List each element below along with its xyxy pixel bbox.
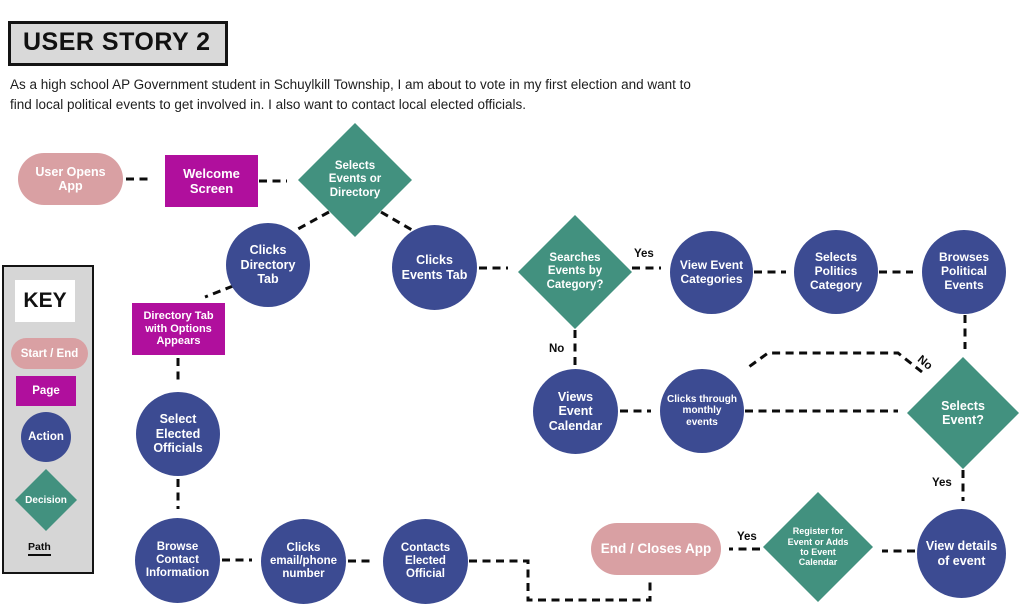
node-label: Browse Contact Information: [145, 540, 210, 580]
arrow-selects-event-no-loop: [745, 351, 923, 374]
node-label: Selects Politics Category: [809, 250, 862, 292]
key-action-sample: Action: [21, 412, 71, 462]
key-decision-sample: Decision: [15, 469, 77, 531]
node-label: Views Event Calendar: [548, 389, 603, 433]
node-label: Clicks through monthly events: [667, 393, 738, 428]
node-label: View details of event: [925, 539, 998, 568]
key-panel: KEY Start / End Page Action Decision Pat…: [2, 265, 94, 574]
edge-label-no-search: No: [549, 343, 565, 355]
node-label: End / Closes App: [600, 541, 712, 557]
node-label: Select Elected Officials: [153, 412, 203, 456]
node-end-closes-app: End / Closes App: [591, 523, 721, 575]
node-label: User Opens App: [35, 164, 106, 194]
node-select-elected-officials: Select Elected Officials: [136, 392, 220, 476]
node-label: Clicks Events Tab: [401, 253, 468, 282]
node-clicks-email-phone-number: Clicks email/phone number: [261, 519, 346, 604]
page-title: USER STORY 2: [23, 28, 211, 56]
node-contacts-elected-official: Contacts Elected Official: [383, 519, 468, 604]
node-label: Selects Events or Directory: [328, 160, 382, 199]
node-label: Contacts Elected Official: [400, 541, 451, 581]
node-directory-tab-with-options: Directory Tab with Options Appears: [132, 303, 225, 355]
node-clicks-through-monthly-events: Clicks through monthly events: [660, 369, 744, 453]
node-label: Directory Tab with Options Appears: [143, 309, 214, 348]
node-view-details-of-event: View details of event: [917, 509, 1006, 598]
node-browses-political-events: Browses Political Events: [922, 230, 1006, 314]
node-browse-contact-information: Browse Contact Information: [135, 518, 220, 603]
user-story-description: As a high school AP Government student i…: [10, 77, 691, 113]
key-start-end-sample: Start / End: [11, 338, 88, 369]
node-label: Searches Events by Category?: [546, 252, 604, 291]
edge-label-yes-select-event: Yes: [932, 477, 952, 489]
node-selects-event: Selects Event?: [907, 357, 1019, 469]
node-label: Browses Political Events: [938, 250, 990, 292]
node-view-event-categories: View Event Categories: [670, 231, 753, 314]
key-title: KEY: [15, 280, 75, 322]
node-clicks-events-tab: Clicks Events Tab: [392, 225, 477, 310]
node-label: Clicks Directory Tab: [240, 243, 296, 287]
title-box: USER STORY 2: [8, 21, 228, 66]
node-label: View Event Categories: [679, 257, 744, 286]
key-page-sample: Page: [16, 376, 76, 406]
key-page-label: Page: [32, 385, 60, 397]
node-welcome-screen: Welcome Screen: [165, 155, 258, 207]
node-label: Register for Event or Adds to Event Cale…: [787, 526, 849, 568]
node-clicks-directory-tab: Clicks Directory Tab: [226, 223, 310, 307]
node-label: Welcome Screen: [183, 165, 240, 196]
node-views-event-calendar: Views Event Calendar: [533, 369, 618, 454]
node-user-opens-app: User Opens App: [18, 153, 123, 205]
node-label: Selects Event?: [941, 398, 985, 428]
node-register-for-event: Register for Event or Adds to Event Cale…: [763, 492, 873, 602]
key-start-end-label: Start / End: [20, 347, 79, 360]
node-searches-events-by-category: Searches Events by Category?: [518, 215, 632, 329]
key-decision-label: Decision: [25, 494, 67, 506]
edge-label-yes-search: Yes: [634, 248, 654, 260]
node-label: Clicks email/phone number: [269, 541, 338, 581]
key-action-label: Action: [28, 431, 64, 443]
edge-label-yes-register: Yes: [737, 531, 757, 543]
key-path-label: Path: [28, 541, 51, 556]
node-selects-events-or-directory: Selects Events or Directory: [298, 123, 412, 237]
node-selects-politics-category: Selects Politics Category: [794, 230, 878, 314]
